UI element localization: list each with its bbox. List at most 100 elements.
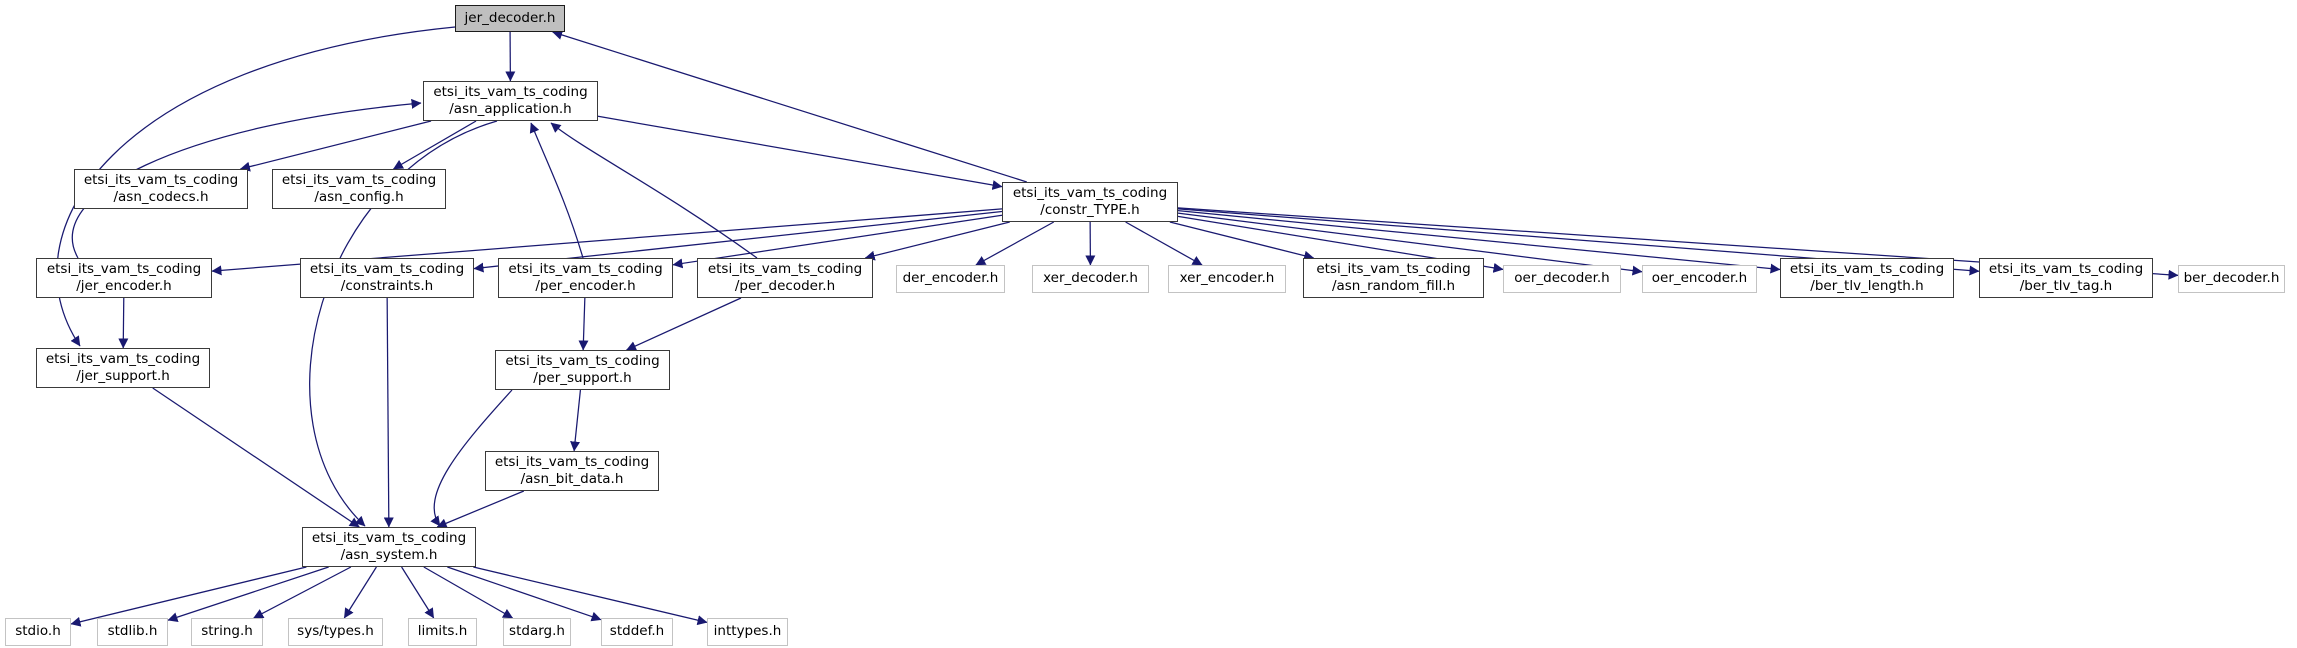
node-constr-TYPE[interactable]: etsi_its_vam_ts_coding/constr_TYPE.h [1002, 182, 1178, 222]
node-label: /constr_TYPE.h [1040, 202, 1140, 218]
edge-jer-encoder-to-jer-support [118, 297, 129, 349]
edge-jer-encoder-to-asn-application [71, 98, 422, 259]
node-label: xer_decoder.h [1043, 270, 1138, 287]
edge-constr-TYPE-to-jer-decoder [552, 30, 1027, 183]
node-limits: limits.h [408, 618, 477, 646]
edge-jer-support-to-asn-system [152, 387, 360, 528]
node-label: etsi_its_vam_ts_coding [1316, 260, 1471, 277]
node-label: oer_encoder.h [1651, 270, 1748, 287]
node-label: etsi_its_vam_ts_coding [45, 350, 201, 367]
node-asn-random-fill[interactable]: etsi_its_vam_ts_coding/asn_random_fill.h [1303, 258, 1484, 298]
node-label: /ber_tlv_length.h [1810, 278, 1924, 294]
edge-constr-TYPE-to-oer-encoder [1177, 212, 1643, 276]
node-der-encoder: der_encoder.h [896, 265, 1005, 293]
node-xer-encoder: xer_encoder.h [1168, 265, 1286, 293]
node-asn-application[interactable]: etsi_its_vam_ts_coding/asn_application.h [423, 81, 598, 121]
node-label: etsi_its_vam_ts_coding [311, 529, 467, 546]
edge-asn-system-to-stdlib [167, 566, 329, 622]
edge-constr-TYPE-to-asn-random-fill [1169, 221, 1315, 261]
node-asn-bit-data[interactable]: etsi_its_vam_ts_coding/asn_bit_data.h [485, 451, 659, 491]
node-asn-codecs[interactable]: etsi_its_vam_ts_coding/asn_codecs.h [74, 169, 248, 209]
node-label: /per_decoder.h [734, 278, 836, 294]
node-per-decoder[interactable]: etsi_its_vam_ts_coding/per_decoder.h [697, 258, 873, 298]
node-label: etsi_its_vam_ts_coding [1789, 260, 1945, 277]
edge-constr-TYPE-to-per-encoder [672, 214, 1003, 269]
node-per-support[interactable]: etsi_its_vam_ts_coding/per_support.h [495, 350, 670, 390]
node-asn-config[interactable]: etsi_its_vam_ts_coding/asn_config.h [272, 169, 446, 209]
node-asn-system[interactable]: etsi_its_vam_ts_coding/asn_system.h [302, 527, 476, 567]
node-label: /per_support.h [533, 370, 632, 386]
node-label: /ber_tlv_tag.h [2019, 278, 2113, 294]
node-oer-encoder: oer_encoder.h [1642, 265, 1757, 293]
node-string: string.h [191, 618, 263, 646]
edge-asn-system-to-stdarg [423, 566, 514, 619]
node-label: /asn_application.h [449, 101, 572, 117]
edge-per-support-to-asn-bit-data [570, 389, 582, 452]
node-stdarg: stdarg.h [503, 618, 571, 646]
node-jer-encoder[interactable]: etsi_its_vam_ts_coding/jer_encoder.h [36, 258, 212, 298]
node-jer-support[interactable]: etsi_its_vam_ts_coding/jer_support.h [36, 348, 210, 388]
edge-per-decoder-to-per-support [626, 297, 742, 351]
node-label: etsi_its_vam_ts_coding [309, 260, 465, 277]
node-label: der_encoder.h [902, 270, 999, 287]
edge-asn-system-to-string [253, 566, 352, 619]
edge-asn-application-to-asn-codecs [239, 120, 432, 172]
node-label: /jer_support.h [76, 368, 170, 384]
node-label: xer_encoder.h [1179, 270, 1275, 287]
node-label: etsi_its_vam_ts_coding [494, 453, 650, 470]
node-ber-decoder: ber_decoder.h [2178, 265, 2285, 293]
edge-constr-TYPE-to-xer-encoder [1125, 221, 1203, 266]
node-label: oer_decoder.h [1514, 270, 1610, 287]
node-ber-tlv-tag[interactable]: etsi_its_vam_ts_coding/ber_tlv_tag.h [1979, 258, 2153, 298]
edge-asn-application-to-constr-TYPE [597, 115, 1003, 190]
node-label: /asn_bit_data.h [520, 471, 624, 487]
edge-per-decoder-to-asn-application [550, 122, 758, 259]
node-label: etsi_its_vam_ts_coding [508, 260, 663, 277]
node-label: etsi_its_vam_ts_coding [281, 171, 437, 188]
edge-asn-application-to-asn-config [392, 120, 477, 170]
node-label: /constraints.h [340, 278, 434, 294]
edge-asn-system-to-stdio [70, 566, 307, 627]
node-label: stdarg.h [509, 623, 565, 640]
edge-asn-bit-data-to-asn-system [436, 490, 525, 528]
node-label: stdio.h [15, 623, 61, 640]
node-oer-decoder: oer_decoder.h [1503, 265, 1621, 293]
node-label: /asn_random_fill.h [1331, 278, 1456, 294]
node-label: etsi_its_vam_ts_coding [1012, 184, 1168, 201]
edge-asn-system-to-stddef [447, 566, 602, 622]
node-label: /jer_encoder.h [76, 278, 172, 294]
node-label: ber_decoder.h [2183, 270, 2280, 287]
node-label: /per_encoder.h [535, 278, 636, 294]
node-label: /asn_codecs.h [113, 189, 209, 205]
node-constraints[interactable]: etsi_its_vam_ts_coding/constraints.h [300, 258, 474, 298]
node-label: etsi_its_vam_ts_coding [83, 171, 239, 188]
edge-constr-TYPE-to-der-encoder [975, 221, 1055, 266]
node-label: etsi_its_vam_ts_coding [505, 352, 660, 369]
edge-per-encoder-to-asn-application [529, 122, 584, 259]
node-label: /asn_config.h [314, 189, 404, 205]
node-inttypes: inttypes.h [707, 618, 788, 646]
edge-asn-system-to-limits [401, 566, 435, 619]
edge-per-support-to-asn-system [430, 389, 513, 527]
node-label: etsi_its_vam_ts_coding [46, 260, 202, 277]
edge-per-encoder-to-per-support [578, 297, 589, 351]
node-label: stddef.h [609, 623, 665, 640]
node-label: sys/types.h [297, 623, 374, 640]
node-label: string.h [201, 623, 253, 640]
node-jer-decoder: jer_decoder.h [455, 5, 565, 32]
node-label: inttypes.h [713, 623, 782, 640]
edge-asn-system-to-inttypes [473, 566, 708, 626]
node-label: stdlib.h [107, 623, 158, 640]
node-label: /asn_system.h [340, 547, 438, 563]
node-label: jer_decoder.h [464, 9, 556, 26]
node-xer-decoder: xer_decoder.h [1032, 265, 1149, 293]
node-stddef: stddef.h [601, 618, 673, 646]
node-stdio: stdio.h [5, 618, 71, 646]
edge-constraints-to-asn-system [383, 297, 394, 528]
edge-asn-application-to-asn-system [309, 120, 498, 527]
node-label: etsi_its_vam_ts_coding [707, 260, 863, 277]
edge-constr-TYPE-to-ber-tlv-length [1177, 209, 1781, 274]
node-per-encoder[interactable]: etsi_its_vam_ts_coding/per_encoder.h [498, 258, 673, 298]
node-ber-tlv-length[interactable]: etsi_its_vam_ts_coding/ber_tlv_length.h [1780, 258, 1954, 298]
